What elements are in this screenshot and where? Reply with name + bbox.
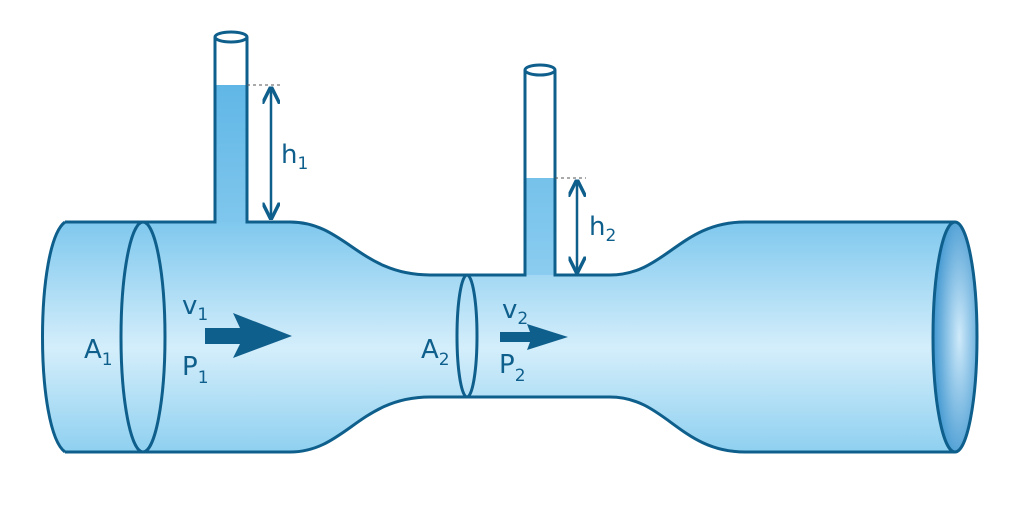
cross-section-a1 — [119, 220, 167, 454]
pipe-body — [42, 222, 955, 452]
tube-2-fluid — [526, 178, 554, 278]
label-p1: P1 — [182, 352, 209, 388]
label-h2: h2 — [589, 212, 616, 246]
label-v1: v1 — [182, 291, 208, 325]
pipe-bottom-outline — [65, 395, 955, 454]
label-a1: A1 — [84, 335, 113, 370]
tube-2-opening — [523, 63, 557, 77]
flow-arrow-2 — [500, 324, 568, 350]
label-v2: v2 — [502, 295, 528, 329]
pipe-left-end — [41, 220, 67, 454]
label-p2: P2 — [499, 350, 526, 386]
tube-1-fluid — [216, 85, 246, 225]
pipe-outlet-cap — [931, 220, 979, 454]
cross-section-a2 — [455, 273, 479, 399]
flow-arrow-1 — [205, 313, 292, 358]
label-h1: h1 — [281, 140, 308, 174]
tube-1-opening — [213, 30, 249, 44]
pipe-top-outline — [65, 37, 955, 277]
label-a2: A2 — [421, 335, 450, 370]
